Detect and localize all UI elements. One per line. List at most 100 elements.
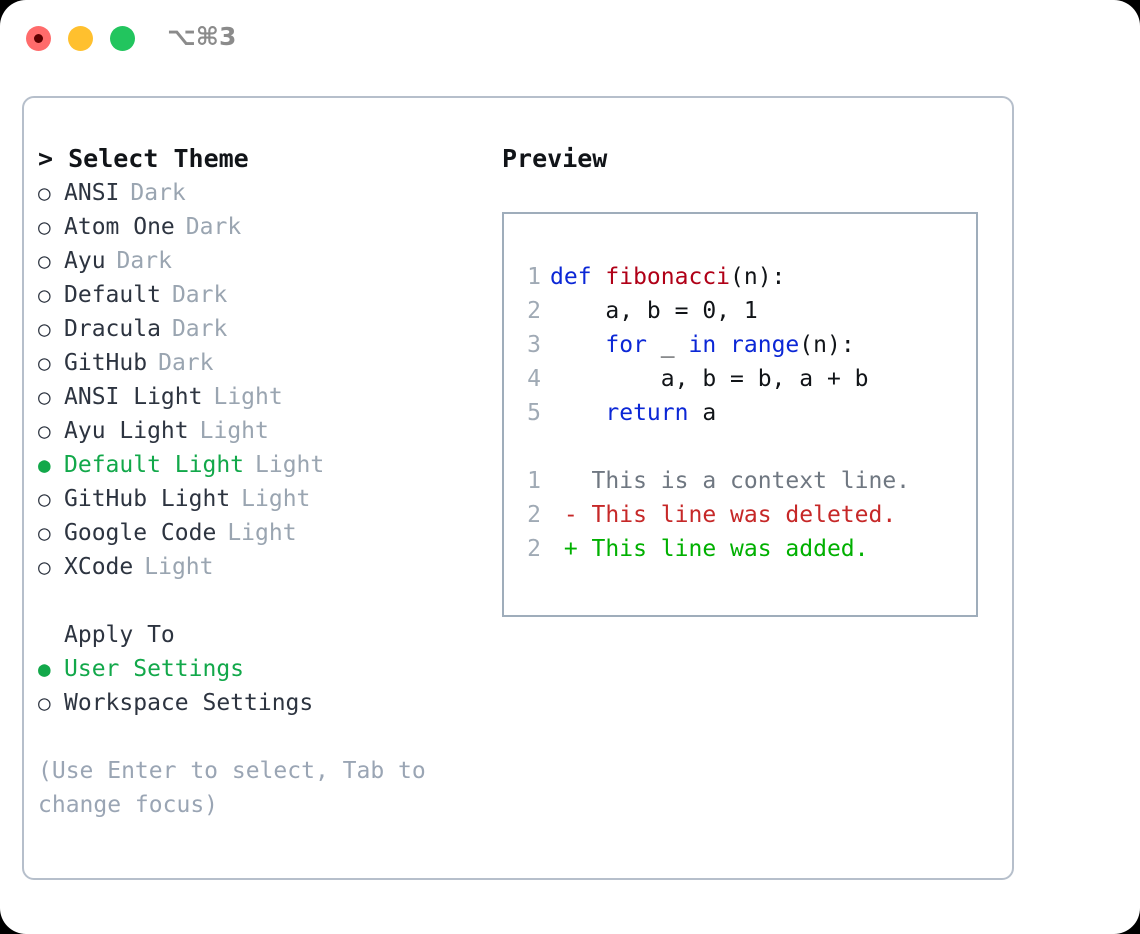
diff-line-text: + This line was added.: [550, 536, 869, 562]
code-token-fn: fibonacci: [605, 264, 731, 290]
code-line-text: for _ in range(n):: [550, 328, 855, 362]
line-number: 5: [527, 400, 541, 426]
theme-option-label: Default Light: [64, 452, 245, 478]
radio-selected-icon: ●: [38, 657, 51, 681]
line-number: 1: [527, 468, 541, 494]
minimize-button[interactable]: [68, 26, 93, 51]
code-diff-separator: [504, 430, 976, 464]
code-line: 1 def fibonacci(n):: [504, 260, 976, 294]
theme-option-category: Dark: [185, 214, 242, 240]
radio-unselected-icon: ○: [38, 317, 51, 341]
radio-unselected-icon: ○: [38, 181, 51, 205]
code-line-text: return a: [550, 396, 716, 430]
radio-unselected-icon: ○: [38, 215, 51, 239]
code-token-kw: range: [730, 332, 800, 358]
close-button[interactable]: [26, 26, 51, 51]
code-token-kw: in: [688, 332, 717, 358]
diff-line-text: This is a context line.: [550, 468, 911, 494]
code-token-plain: [716, 332, 730, 358]
theme-option-label: Default: [64, 282, 161, 308]
theme-option-label: ANSI Light: [64, 384, 203, 410]
theme-option-category: Light: [227, 520, 297, 546]
apply-to-heading: Apply To: [64, 622, 175, 648]
code-token-plain: [550, 332, 605, 358]
title-bar: ⌥⌘3: [0, 0, 1140, 78]
preview-heading: Preview: [502, 144, 608, 173]
theme-option-category: Dark: [171, 316, 228, 342]
theme-option-label: Atom One: [64, 214, 175, 240]
theme-option-category: Light: [199, 418, 269, 444]
diff-line-del: 2 - This line was deleted.: [504, 498, 976, 532]
help-hint-text: (Use Enter to select, Tab to change focu…: [38, 758, 426, 818]
theme-option-category: Dark: [158, 350, 214, 376]
list-spacer: [38, 584, 478, 618]
theme-option-dracula[interactable]: ○ Dracula Dark: [38, 312, 478, 346]
radio-unselected-icon: ○: [38, 283, 51, 307]
apply-to-heading-row: Apply To: [38, 618, 478, 652]
code-token-kw: def: [550, 264, 606, 290]
maximize-button[interactable]: [110, 26, 135, 51]
code-token-plain: (n):: [799, 332, 855, 358]
theme-option-label: Google Code: [64, 520, 217, 546]
code-token-plain: a, b = b, a + b: [550, 366, 869, 392]
line-number: 2: [527, 536, 541, 562]
theme-option-label: Dracula: [64, 316, 161, 342]
theme-option-category: Dark: [130, 180, 186, 206]
theme-option-category: Light: [255, 452, 325, 478]
code-line: 2 a, b = 0, 1: [504, 294, 976, 328]
radio-selected-icon: ●: [38, 453, 51, 477]
select-theme-heading: > Select Theme: [38, 144, 249, 173]
line-number: 1: [527, 264, 541, 290]
diff-line-text: - This line was deleted.: [550, 502, 897, 528]
code-token-plain: [550, 400, 605, 426]
code-token-plain: a, b = 0, 1: [550, 298, 758, 324]
apply-to-option-user-settings[interactable]: ● User Settings: [38, 652, 478, 686]
diff-line-ctx: 1 This is a context line.: [504, 464, 976, 498]
apply-to-heading-marker: [38, 618, 64, 652]
code-token-kw: return: [605, 400, 689, 426]
diff-line-add: 2 + This line was added.: [504, 532, 976, 566]
radio-unselected-icon: ○: [38, 351, 51, 375]
theme-option-label: Ayu Light: [64, 418, 189, 444]
theme-option-label: XCode: [64, 554, 134, 580]
apply-to-option-label: User Settings: [64, 656, 245, 682]
radio-unselected-icon: ○: [38, 249, 51, 273]
line-number: 4: [527, 366, 541, 392]
code-line: 4 a, b = b, a + b: [504, 362, 976, 396]
radio-unselected-icon: ○: [38, 385, 51, 409]
theme-option-ayu-light[interactable]: ○ Ayu Light Light: [38, 414, 478, 448]
theme-option-atom-one[interactable]: ○ Atom One Dark: [38, 210, 478, 244]
radio-unselected-icon: ○: [38, 419, 51, 443]
code-line-text: def fibonacci(n):: [550, 260, 785, 294]
code-token-plain: a: [688, 400, 717, 426]
theme-option-label: ANSI: [64, 180, 120, 206]
code-line-text: a, b = b, a + b: [550, 362, 869, 396]
theme-option-default-light[interactable]: ● Default Light Light: [38, 448, 478, 482]
theme-option-ansi[interactable]: ○ ANSI Dark: [38, 176, 478, 210]
theme-option-xcode[interactable]: ○ XCode Light: [38, 550, 478, 584]
keyboard-shortcut-label: ⌥⌘3: [167, 22, 237, 51]
theme-option-category: Dark: [171, 282, 228, 308]
apply-to-option-label: Workspace Settings: [64, 690, 314, 716]
apply-to-option-list[interactable]: ● User Settings ○ Workspace Settings: [38, 652, 478, 720]
radio-unselected-icon: ○: [38, 691, 51, 715]
theme-option-default[interactable]: ○ Default Dark: [38, 278, 478, 312]
radio-unselected-icon: ○: [38, 555, 51, 579]
theme-option-label: Ayu: [64, 248, 106, 274]
theme-option-label: GitHub Light: [64, 486, 231, 512]
theme-option-category: Light: [144, 554, 214, 580]
code-token-plain: _: [646, 332, 689, 358]
diff-sample: 1 This is a context line.2 - This line w…: [504, 464, 976, 566]
apply-to-option-workspace-settings[interactable]: ○ Workspace Settings: [38, 686, 478, 720]
